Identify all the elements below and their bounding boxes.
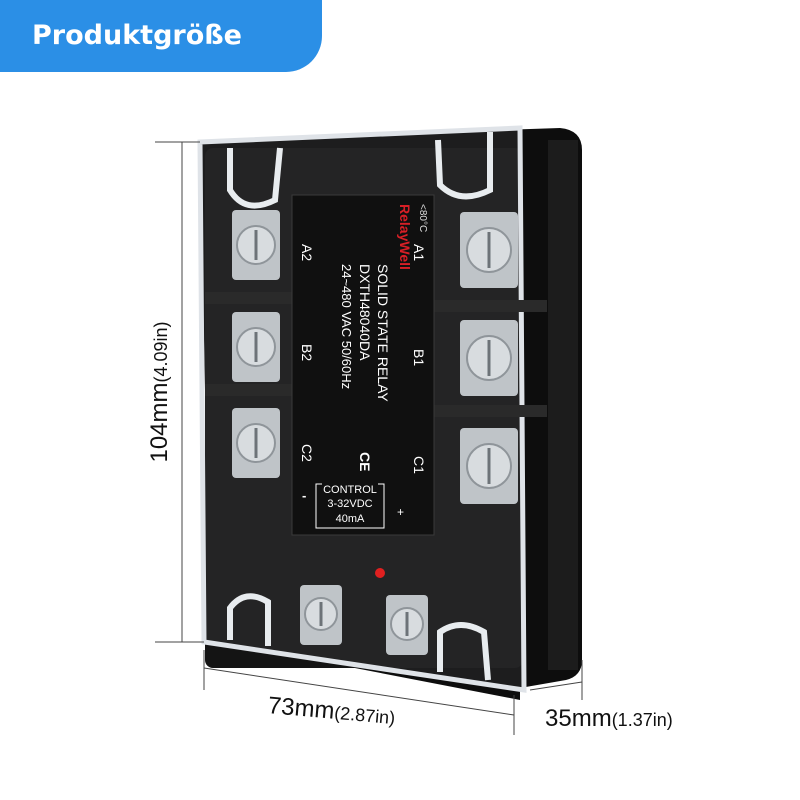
- relay-side-ridge: [548, 140, 578, 670]
- height-in: (4.09in): [151, 321, 171, 383]
- label-plate: [291, 194, 435, 536]
- bottom-left-mount-slot: [227, 593, 271, 646]
- badge-title: Produktgröße: [32, 20, 242, 51]
- product-size-badge: Produktgröße: [0, 0, 322, 72]
- bottom-right-mount-slot: [437, 622, 491, 681]
- terminal-label-a1: A1: [411, 244, 427, 261]
- depth-in: (1.37in): [611, 710, 673, 730]
- terminal-a2-screw: [232, 210, 280, 280]
- ce-mark: CE: [357, 452, 373, 471]
- separator-left-2: [205, 384, 295, 396]
- separator-right-2: [432, 405, 547, 417]
- product-type: SOLID STATE RELAY: [375, 264, 391, 402]
- terminal-label-c2: C2: [299, 444, 315, 462]
- width-mm: 73mm: [266, 692, 336, 725]
- separator-left-1: [205, 292, 295, 304]
- width-in: (2.87in): [333, 702, 397, 729]
- terminal-label-a2: A2: [299, 244, 315, 261]
- width-dimension-line: [203, 650, 515, 735]
- control-voltage: 3-32VDC: [327, 498, 372, 510]
- terminal-c1-screw: [460, 428, 518, 504]
- control-plus-screw: [386, 595, 428, 655]
- terminal-c2-screw: [232, 408, 280, 478]
- control-title: CONTROL: [323, 484, 377, 496]
- voltage-rating: 24~480 VAC 50/60Hz: [339, 264, 354, 389]
- control-box: CONTROL 3-32VDC 40mA - +: [302, 479, 404, 529]
- temp-mark: <80°C: [417, 204, 428, 232]
- terminal-label-b1: B1: [411, 349, 427, 366]
- top-right-mount-slot: [435, 132, 493, 200]
- terminal-label-b2: B2: [299, 344, 315, 361]
- top-left-mount-slot: [227, 147, 283, 209]
- height-mm: 104mm: [146, 382, 173, 463]
- status-led: [375, 568, 385, 578]
- brand-logo: RelayWell: [397, 204, 413, 270]
- height-dimension-label: 104mm(4.09in): [146, 321, 174, 462]
- separator-right-1: [432, 300, 547, 312]
- height-dimension-line: [155, 141, 204, 643]
- depth-dimension-label: 35mm(1.37in): [545, 705, 673, 733]
- terminal-b1-screw: [460, 320, 518, 396]
- control-plus-sign: +: [397, 505, 404, 519]
- model-number: DXTH48040DA: [357, 264, 373, 361]
- depth-dimension-line: [529, 660, 583, 700]
- control-current: 40mA: [336, 513, 365, 525]
- control-minus-sign: -: [302, 488, 306, 503]
- terminal-a1-screw: [460, 212, 518, 288]
- control-minus-screw: [300, 585, 342, 645]
- terminal-label-c1: C1: [411, 456, 427, 474]
- depth-mm: 35mm: [545, 705, 612, 732]
- terminal-b2-screw: [232, 312, 280, 382]
- label-text-group: <80°C RelayWell A1 B1 C1 SOLID STATE REL…: [299, 204, 428, 474]
